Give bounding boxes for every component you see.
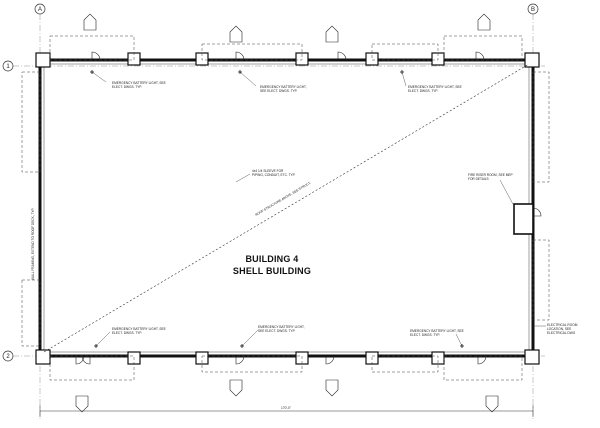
fire-riser-room <box>513 203 534 235</box>
overall-dimension <box>39 405 534 417</box>
note-em-bot-mid-1: EMERGENCY BATTERY LIGHT, <box>258 325 305 329</box>
note-em-top-left-1: EMERGENCY BATTERY LIGHT, SEE <box>112 81 166 85</box>
grid-line-1 <box>2 60 545 72</box>
grid-label-a: A <box>38 7 42 13</box>
diagonal-structure-line <box>43 63 530 353</box>
bottom-doors <box>75 355 487 365</box>
note-em-bot-left-1: EMERGENCY BATTERY LIGHT, SEE <box>112 327 166 331</box>
exterior-wall <box>38 58 535 358</box>
note-sleeve-1: 4x4 1/4 SLEEVE FOR <box>252 169 284 173</box>
grid-label-1: 1 <box>6 64 10 70</box>
note-elec-room-1: ELECTRICAL ROOM <box>547 323 578 327</box>
bottom-canopy-outlines <box>49 355 523 381</box>
riser-door-swing <box>532 207 542 217</box>
note-em-top-right-1: EMERGENCY BATTERY LIGHT, SEE <box>408 85 462 89</box>
building-title: BUILDING 4 <box>245 254 298 264</box>
note-elec-room-3: ELECTRICAL DWG <box>547 331 576 335</box>
note-riser-1: FIRE RISER ROOM, SEE MEP <box>468 173 513 177</box>
dim-bottom-label: 170'-0" <box>281 406 291 410</box>
top-canopy-outlines <box>49 35 523 61</box>
building-subtitle: SHELL BUILDING <box>233 266 311 276</box>
note-riser-2: FOR DETAILS <box>468 177 489 181</box>
note-em-top-mid-2: SEE ELECT. DWGS. TYP. <box>260 89 297 93</box>
elevation-tags <box>75 13 499 413</box>
right-side-outlines <box>532 71 550 321</box>
note-diagonal: ROOF STRUCTURE ABOVE, SEE STRUCT. <box>254 181 311 217</box>
note-em-bot-right-2: ELECT. DWGS. TYP. <box>410 333 440 337</box>
note-sleeve-2: PIPING, CONDUIT, ETC. TYP. <box>252 173 295 177</box>
note-elec-room-2: LOCATION, SEE <box>547 327 571 331</box>
note-em-top-right-2: ELECT. DWGS. TYP. <box>408 89 438 93</box>
left-side-outlines <box>21 71 41 347</box>
grid-label-b: B <box>531 7 535 13</box>
note-em-bot-left-2: ELECT. DWGS. TYP. <box>112 331 142 335</box>
note-left-vertical: WALL FRAMING, EXTEND TO ROOF DECK, TYP. <box>31 208 35 280</box>
top-doors <box>91 51 485 61</box>
note-em-top-left-2: ELECT. DWGS. TYP. <box>112 85 142 89</box>
note-em-bot-mid-2: SEE ELECT. DWGS. TYP. <box>258 329 295 333</box>
emergency-light-icons <box>90 70 464 348</box>
note-em-top-mid-1: EMERGENCY BATTERY LIGHT, <box>260 85 307 89</box>
corner-columns <box>35 52 540 365</box>
note-em-bot-right-1: EMERGENCY BATTERY LIGHT, SEE <box>410 329 464 333</box>
grid-label-2: 2 <box>6 354 10 360</box>
leader-lines <box>91 71 515 347</box>
